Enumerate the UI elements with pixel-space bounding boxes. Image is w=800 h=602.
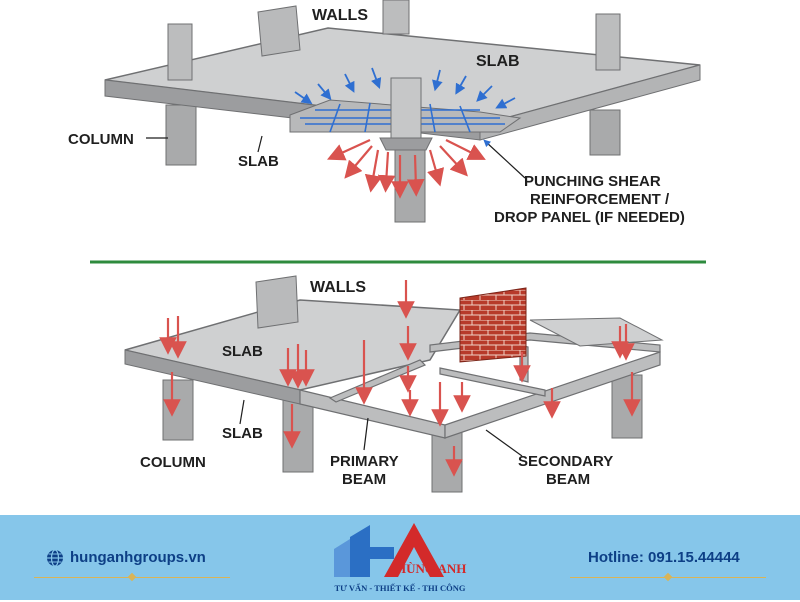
column-back-right (589, 109, 621, 156)
globe-icon (46, 549, 64, 567)
hotline-divider-ornament (663, 572, 673, 582)
flat-slab-side (479, 64, 701, 141)
walls-label-bottom: WALLS (310, 279, 366, 296)
column-top-left (167, 23, 193, 81)
website-link[interactable]: hunganhgroups.vn (70, 549, 206, 566)
column-back-left (165, 104, 197, 166)
wall-block-bottom (255, 275, 299, 329)
slab-right-panel (529, 317, 664, 347)
slab-leader-bottom (239, 399, 245, 425)
central-column-upper (390, 77, 422, 139)
slab-label-top-left: SLAB (238, 153, 279, 170)
walls-label-top: WALLS (312, 7, 368, 24)
primary-beam-front (299, 389, 446, 439)
column-top-right (595, 13, 621, 71)
brand-tagline: TƯ VẤN - THIẾT KẾ - THI CÔNG (334, 583, 466, 593)
primary-beam-label-2: BEAM (342, 471, 386, 488)
footer-banner: hunganhgroups.vn HÙNG ANH TƯ VẤN - THIẾT… (0, 515, 800, 600)
primary-beam-leader (363, 417, 369, 451)
bottom-diagram: WALLS SLAB SLAB COLUMN PRIMARY BEAM SECO… (124, 275, 664, 493)
hotline-text[interactable]: Hotline: 091.15.44444 (588, 549, 740, 566)
logo-mark (334, 523, 444, 577)
wall-block-top (257, 5, 301, 57)
distributed-load-arrows (294, 67, 516, 109)
website-divider-ornament (127, 572, 137, 582)
slab-label-bottom-left: SLAB (222, 425, 263, 442)
secondary-beam-leader (485, 429, 523, 457)
punching-reaction-arrows (326, 138, 486, 199)
column-top-center (382, 0, 410, 35)
beam-load-arrows (159, 280, 641, 477)
brand-name: HÙNG ANH (396, 561, 467, 576)
column-bottom-right (611, 374, 643, 439)
punching-label-line-1: PUNCHING SHEAR (524, 173, 661, 190)
punching-leader (483, 139, 526, 179)
structural-diagram-area: WALLS SLAB SLAB COLUMN PUNCHING SHEAR RE… (68, 0, 706, 493)
slab-label-top-right: SLAB (476, 53, 520, 70)
drop-panel (379, 137, 433, 151)
slab-leader-top (257, 135, 263, 153)
column-label-top: COLUMN (68, 131, 134, 148)
brick-wall (459, 287, 527, 363)
punching-label-line-2: REINFORCEMENT / (530, 191, 670, 208)
slab-label-bottom-top: SLAB (222, 343, 263, 360)
structural-diagram: WALLS SLAB SLAB COLUMN PUNCHING SHEAR RE… (68, 0, 706, 493)
beam-mid-1 (328, 359, 427, 403)
beam-mid-2 (439, 367, 546, 397)
secondary-beam-label-2: BEAM (546, 471, 590, 488)
top-diagram: WALLS SLAB SLAB COLUMN PUNCHING SHEAR RE… (68, 0, 701, 226)
column-bottom-far-left (162, 379, 194, 441)
punching-label-line-3: DROP PANEL (IF NEEDED) (494, 209, 685, 226)
secondary-beam-label-1: SECONDARY (518, 453, 613, 470)
primary-beam-label-1: PRIMARY (330, 453, 399, 470)
hung-anh-logo: HÙNG ANH TƯ VẤN - THIẾT KẾ - THI CÔNG (322, 519, 478, 597)
column-label-bottom: COLUMN (140, 454, 206, 471)
